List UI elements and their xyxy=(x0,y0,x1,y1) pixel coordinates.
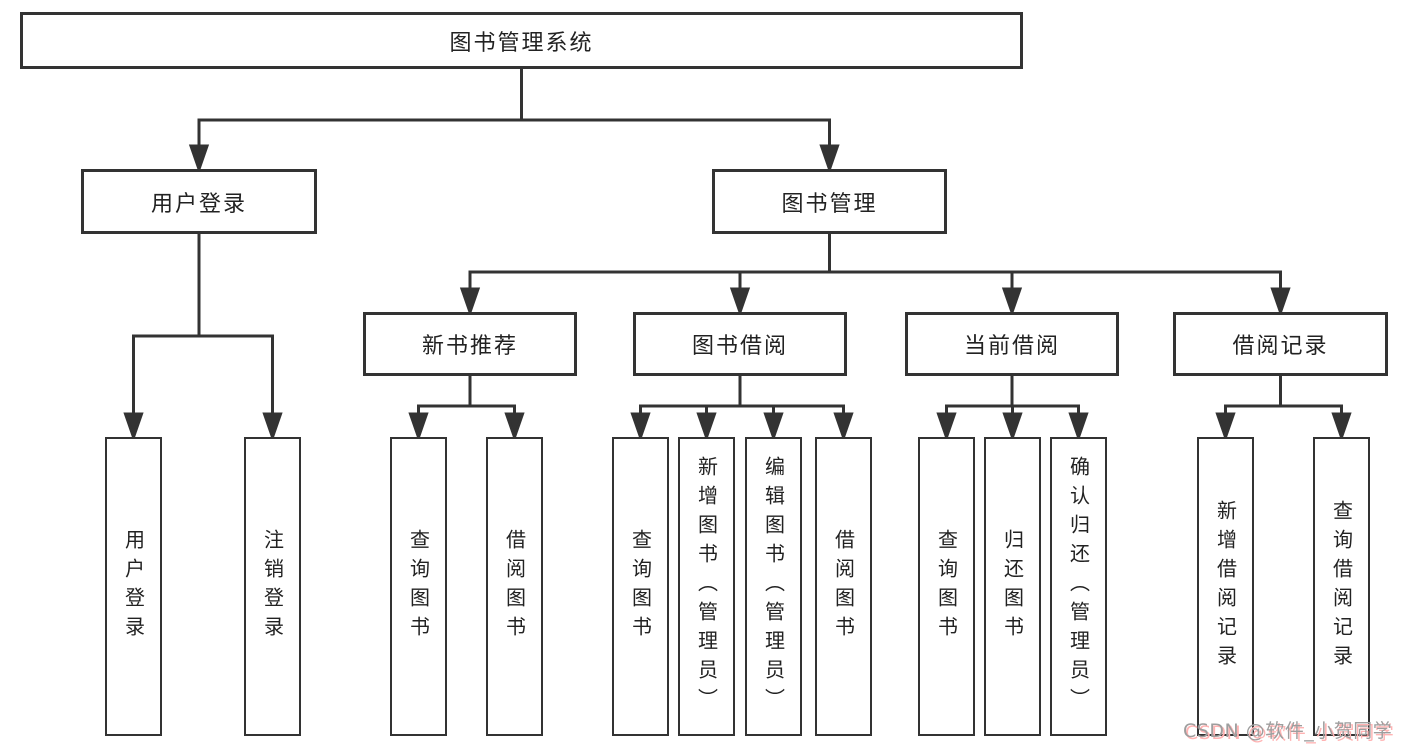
leaf-current-confirm-return-admin: 确认归还（管理员） xyxy=(1050,437,1107,736)
leaf-user-login: 用户登录 xyxy=(105,437,162,736)
leaf-borrow-add-book-admin: 新增图书（管理员） xyxy=(678,437,735,736)
leaf-logout: 注销登录 xyxy=(244,437,301,736)
leaf-recommend-query-book: 查询图书 xyxy=(390,437,447,736)
node-user-login: 用户登录 xyxy=(81,169,317,234)
node-book-borrow: 图书借阅 xyxy=(633,312,847,376)
leaf-records-query-record: 查询借阅记录 xyxy=(1313,437,1370,736)
leaf-borrow-edit-book-admin: 编辑图书（管理员） xyxy=(745,437,802,736)
csdn-watermark: CSDN @软件_小贺同学 xyxy=(1183,720,1393,742)
node-borrow-records: 借阅记录 xyxy=(1173,312,1388,376)
node-root-library-system: 图书管理系统 xyxy=(20,12,1023,69)
node-new-book-recommend: 新书推荐 xyxy=(363,312,577,376)
leaf-current-query-book: 查询图书 xyxy=(918,437,975,736)
leaf-borrow-borrow-book: 借阅图书 xyxy=(815,437,872,736)
leaf-current-return-book: 归还图书 xyxy=(984,437,1041,736)
leaf-recommend-borrow-book: 借阅图书 xyxy=(486,437,543,736)
node-current-borrow: 当前借阅 xyxy=(905,312,1119,376)
leaf-borrow-query-book: 查询图书 xyxy=(612,437,669,736)
leaf-records-add-record: 新增借阅记录 xyxy=(1197,437,1254,736)
node-book-management: 图书管理 xyxy=(712,169,947,234)
